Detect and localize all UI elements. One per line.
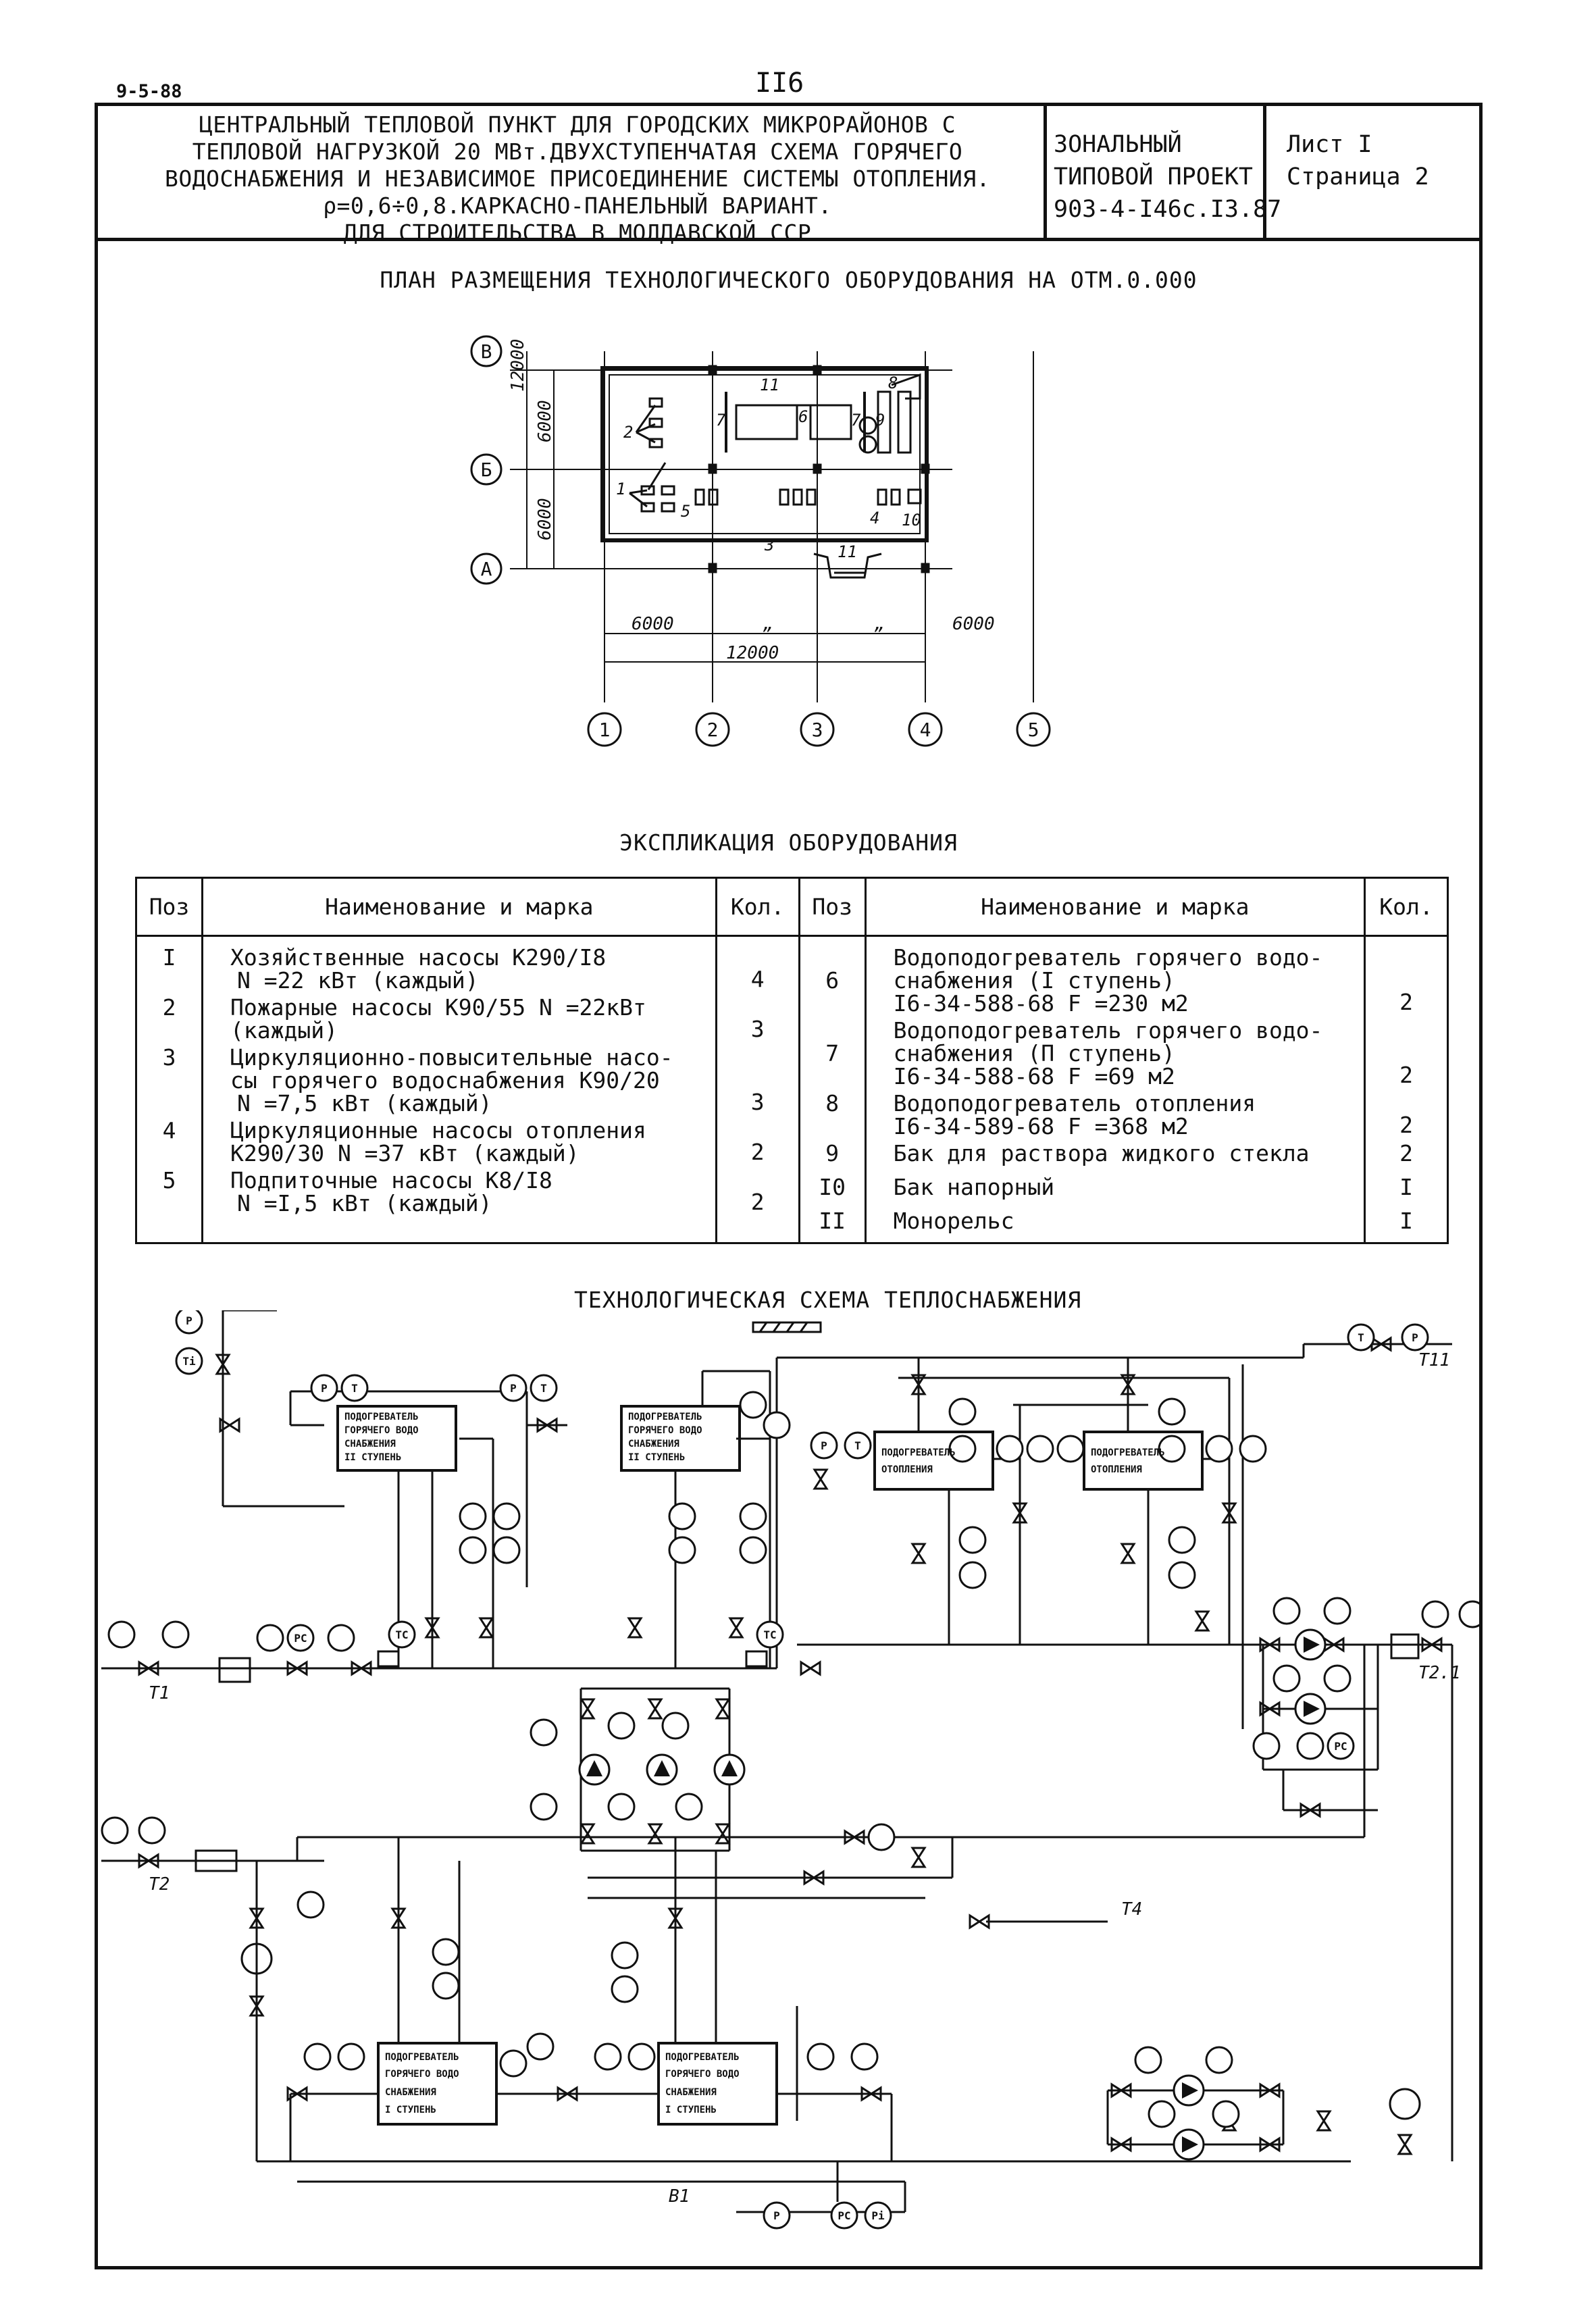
dim-6000-left: 6000 — [632, 614, 674, 634]
heater-hw1-a-l1: ПОДОГРЕВАТЕЛЬ — [385, 2052, 459, 2063]
scheme-title: ТЕХНОЛОГИЧЕСКАЯ СХЕМА ТЕПЛОСНАБЖЕНИЯ — [574, 1287, 1082, 1313]
svg-text:P: P — [510, 1382, 517, 1395]
pos-4: 4 — [870, 509, 879, 528]
pipe-label-t1: T1 — [149, 1683, 170, 1703]
svg-text:PC: PC — [1334, 1740, 1347, 1753]
svg-text:TC: TC — [763, 1628, 776, 1641]
controller-tc: TC — [395, 1628, 408, 1641]
dim-ditto-2: „ — [874, 614, 885, 634]
pipe-label-t11: T11 — [1418, 1350, 1450, 1370]
pos-1: 1 — [616, 480, 625, 498]
pos-11-bottom: 11 — [838, 542, 857, 561]
pos-8: 8 — [888, 374, 898, 392]
pos-7-right: 7 — [851, 411, 861, 430]
svg-text:ГОРЯЧЕГО ВОДО: ГОРЯЧЕГО ВОДО — [665, 2069, 740, 2080]
controller-pc: PC — [294, 1632, 307, 1645]
svg-text:ГОРЯЧЕГО ВОДО: ГОРЯЧЕГО ВОДО — [385, 2069, 459, 2080]
svg-text:P: P — [1412, 1331, 1418, 1344]
svg-text:I СТУПЕНЬ: I СТУПЕНЬ — [385, 2105, 436, 2115]
svg-text:P: P — [773, 2209, 780, 2222]
header-name-2: Наименование и марка — [864, 877, 1366, 937]
axis-label-a: А — [481, 558, 492, 580]
svg-text:ГОРЯЧЕГО ВОДО: ГОРЯЧЕГО ВОДО — [628, 1425, 702, 1436]
svg-text:ГОРЯЧЕГО ВОДО: ГОРЯЧЕГО ВОДО — [344, 1425, 419, 1436]
header-pos-2: Поз — [798, 877, 867, 937]
heater-heat-b-l1: ПОДОГРЕВАТЕЛЬ — [1091, 1447, 1165, 1458]
axis-label-b: Б — [481, 459, 492, 481]
svg-text:II СТУПЕНЬ: II СТУПЕНЬ — [628, 1452, 685, 1463]
gauge-p: P — [186, 1314, 192, 1327]
header-qty-2: Кол. — [1364, 877, 1449, 937]
axis-label-v: В — [481, 340, 492, 363]
equipment-layout-plan: В Б А 1 2 3 4 5 12000 6000 6000 6000 „ „… — [470, 335, 1051, 747]
project-designation: ЗОНАЛЬНЫЙ ТИПОВОЙ ПРОЕКТ 903-4-I46с.I3.8… — [1054, 131, 1282, 223]
svg-text:T: T — [540, 1382, 547, 1395]
dim-6000-lower: 6000 — [535, 498, 555, 540]
svg-text:Pi: Pi — [871, 2209, 885, 2222]
heater-hw1-b-l1: ПОДОГРЕВАТЕЛЬ — [665, 2052, 740, 2063]
document-title: ЦЕНТРАЛЬНЫЙ ТЕПЛОВОЙ ПУНКТ ДЛЯ ГОРОДСКИХ… — [164, 111, 991, 246]
svg-text:P: P — [821, 1439, 827, 1452]
pos-2: 2 — [623, 423, 633, 442]
svg-text:СНАБЖЕНИЯ: СНАБЖЕНИЯ — [665, 2087, 717, 2098]
axis-label-5: 5 — [1028, 719, 1039, 741]
explication-title: ЭКСПЛИКАЦИЯ ОБОРУДОВАНИЯ — [619, 829, 958, 856]
svg-text:СНАБЖЕНИЯ: СНАБЖЕНИЯ — [628, 1439, 679, 1449]
dim-ditto-1: „ — [763, 614, 774, 634]
svg-text:T: T — [854, 1439, 861, 1452]
pipe-label-t3: T3 — [285, 1310, 306, 1314]
pos-10: 10 — [902, 511, 921, 530]
axis-label-3: 3 — [812, 719, 823, 741]
pos-3: 3 — [764, 536, 774, 555]
svg-text:T: T — [351, 1382, 358, 1395]
pos-11-top: 11 — [760, 376, 779, 394]
pipe-label-t4: T4 — [1121, 1899, 1142, 1920]
drawing-frame — [95, 103, 1483, 2269]
dim-12000-vert: 12000 — [508, 339, 528, 392]
header-name: Наименование и марка — [201, 877, 717, 937]
svg-text:I СТУПЕНЬ: I СТУПЕНЬ — [665, 2105, 717, 2115]
svg-text:ОТОПЛЕНИЯ: ОТОПЛЕНИЯ — [1091, 1464, 1142, 1475]
axis-label-1: 1 — [599, 719, 611, 741]
svg-text:PC: PC — [838, 2209, 850, 2222]
svg-text:II СТУПЕНЬ: II СТУПЕНЬ — [344, 1452, 401, 1463]
pos-6: 6 — [798, 407, 808, 426]
dim-6000-right: 6000 — [952, 614, 995, 634]
axis-label-4: 4 — [920, 719, 931, 741]
gauge-ti: Ti — [182, 1355, 196, 1368]
svg-text:P: P — [321, 1382, 328, 1395]
pipe-label-t21: T2.1 — [1418, 1663, 1461, 1683]
heater-heat-a-l1: ПОДОГРЕВАТЕЛЬ — [881, 1447, 956, 1458]
heater-hw2-a-l1: ПОДОГРЕВАТЕЛЬ — [344, 1412, 419, 1422]
heat-supply-scheme: P Ti P T P T P T T P TC TC PC PC PC P Pi… — [101, 1310, 1479, 2230]
title-divider-2 — [1263, 103, 1266, 241]
svg-text:ОТОПЛЕНИЯ: ОТОПЛЕНИЯ — [881, 1464, 933, 1475]
svg-text:T: T — [1358, 1331, 1364, 1344]
dim-12000-horiz: 12000 — [726, 643, 779, 663]
document-code: 9-5-88 — [116, 81, 182, 102]
svg-text:СНАБЖЕНИЯ: СНАБЖЕНИЯ — [344, 1439, 396, 1449]
svg-text:СНАБЖЕНИЯ: СНАБЖЕНИЯ — [385, 2087, 436, 2098]
pos-7-left: 7 — [716, 411, 726, 430]
pos-9: 9 — [875, 411, 885, 430]
pipe-label-b1: B1 — [669, 2186, 690, 2207]
header-qty: Кол. — [715, 877, 800, 937]
title-block — [95, 103, 1483, 241]
heater-hw2-b-l1: ПОДОГРЕВАТЕЛЬ — [628, 1412, 702, 1422]
page-number: II6 — [755, 68, 804, 99]
axis-label-2: 2 — [707, 719, 719, 741]
dim-6000-upper: 6000 — [535, 400, 555, 442]
pipe-label-t2: T2 — [149, 1874, 170, 1895]
header-pos: Поз — [135, 877, 203, 937]
plan-title: ПЛАН РАЗМЕЩЕНИЯ ТЕХНОЛОГИЧЕСКОГО ОБОРУДО… — [380, 267, 1198, 293]
pos-5: 5 — [681, 502, 690, 521]
equipment-explication-table: Поз Наименование и марка Кол. Поз Наимен… — [135, 877, 1449, 1244]
title-divider-1 — [1044, 103, 1047, 241]
sheet-info: Лист I Страница 2 — [1287, 131, 1429, 190]
